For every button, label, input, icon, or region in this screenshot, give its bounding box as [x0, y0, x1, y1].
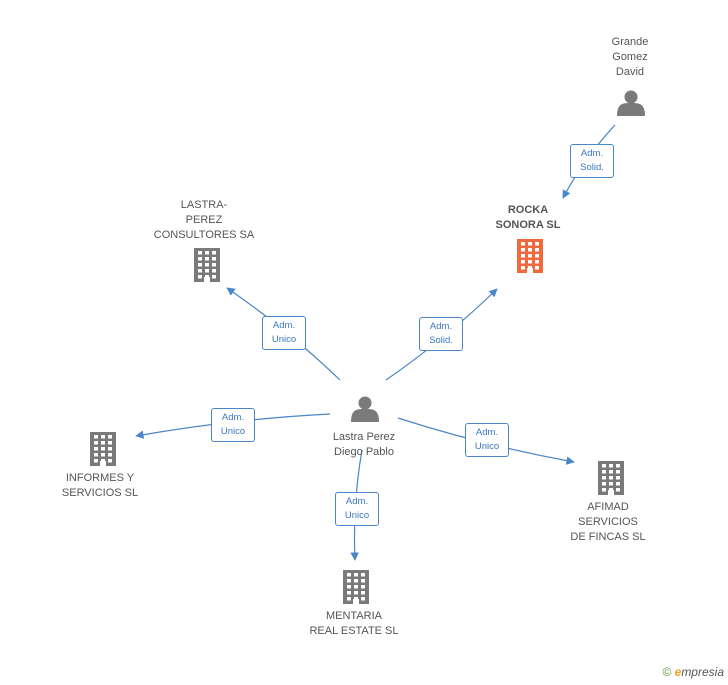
node-label-line: Lastra Perez	[332, 431, 396, 443]
node-label-line: SONORA SL	[495, 219, 561, 231]
node-label-line: PEREZ	[185, 214, 223, 226]
copyright-icon: ©	[662, 665, 672, 679]
nodes-layer	[90, 90, 645, 604]
edge-label-line: Unico	[474, 441, 500, 452]
node-label-lastra-perez-consultores[interactable]: LASTRA- PEREZ CONSULTORES SA	[154, 198, 254, 243]
node-label-line: AFIMAD	[587, 501, 629, 513]
node-label-line: LASTRA-	[180, 199, 228, 211]
edge-label-line: Unico	[220, 426, 246, 437]
edge-label-mentaria-real-estate[interactable]: Adm. Unico	[335, 492, 379, 526]
node-label-line: Diego Pablo	[334, 446, 394, 458]
edge-label-afimad-servicios[interactable]: Adm. Unico	[465, 423, 509, 457]
brand-logo: empresia	[674, 665, 724, 679]
edge-label-line: Adm.	[221, 412, 245, 423]
edge-label-line: Solid.	[429, 335, 453, 346]
edge-label-informes-servicios[interactable]: Adm. Unico	[211, 408, 255, 442]
node-label-line: Gomez	[612, 51, 648, 63]
node-label-mentaria-real-estate[interactable]: MENTARIA REAL ESTATE SL	[309, 609, 398, 639]
edge-label-lastra-perez-consultores[interactable]: Adm. Unico	[262, 316, 306, 350]
edge-label-line: Adm.	[429, 321, 453, 332]
node-label-line: MENTARIA	[325, 610, 383, 622]
node-label-informes-servicios[interactable]: INFORMES Y SERVICIOS SL	[62, 471, 138, 501]
edge-label-line: Unico	[344, 510, 370, 521]
edge-label-line: Solid.	[580, 162, 604, 173]
edge-label-line: Adm.	[580, 148, 604, 159]
node-label-line: Grande	[611, 36, 649, 48]
building-icon-informes-servicios[interactable]	[90, 432, 116, 466]
node-label-line: REAL ESTATE SL	[309, 625, 399, 637]
node-label-line: ROCKA	[507, 204, 549, 216]
building-icon-mentaria-real-estate[interactable]	[343, 570, 369, 604]
building-icon-afimad-servicios[interactable]	[598, 461, 624, 495]
node-label-line: SERVICIOS	[578, 516, 638, 528]
edge-label-rocka-sonora[interactable]: Adm. Solid.	[570, 144, 614, 178]
node-label-line: CONSULTORES SA	[153, 229, 255, 241]
edge-label-line: Adm.	[272, 320, 296, 331]
edge-label-line: Adm.	[345, 496, 369, 507]
footer-brand: © empresia	[662, 665, 724, 679]
node-label-rocka-sonora[interactable]: ROCKA SONORA SL	[496, 203, 561, 233]
node-label-line: DE FINCAS SL	[570, 531, 646, 543]
building-icon-lastra-perez-consultores[interactable]	[194, 248, 220, 282]
node-label-line: David	[615, 66, 645, 78]
node-label-afimad-servicios[interactable]: AFIMAD SERVICIOS DE FINCAS SL	[570, 500, 645, 545]
edge-label-line: Unico	[271, 334, 297, 345]
node-label-line: INFORMES Y	[65, 472, 135, 484]
node-label-line: SERVICIOS SL	[61, 487, 139, 499]
person-icon-grande-gomez-david[interactable]	[617, 90, 645, 117]
edge-label-rocka-sonora[interactable]: Adm. Solid.	[419, 317, 463, 351]
edge-label-line: Adm.	[475, 427, 499, 438]
building-icon-rocka-sonora[interactable]	[517, 239, 543, 273]
person-icon-lastra-perez-diego[interactable]	[351, 396, 379, 423]
